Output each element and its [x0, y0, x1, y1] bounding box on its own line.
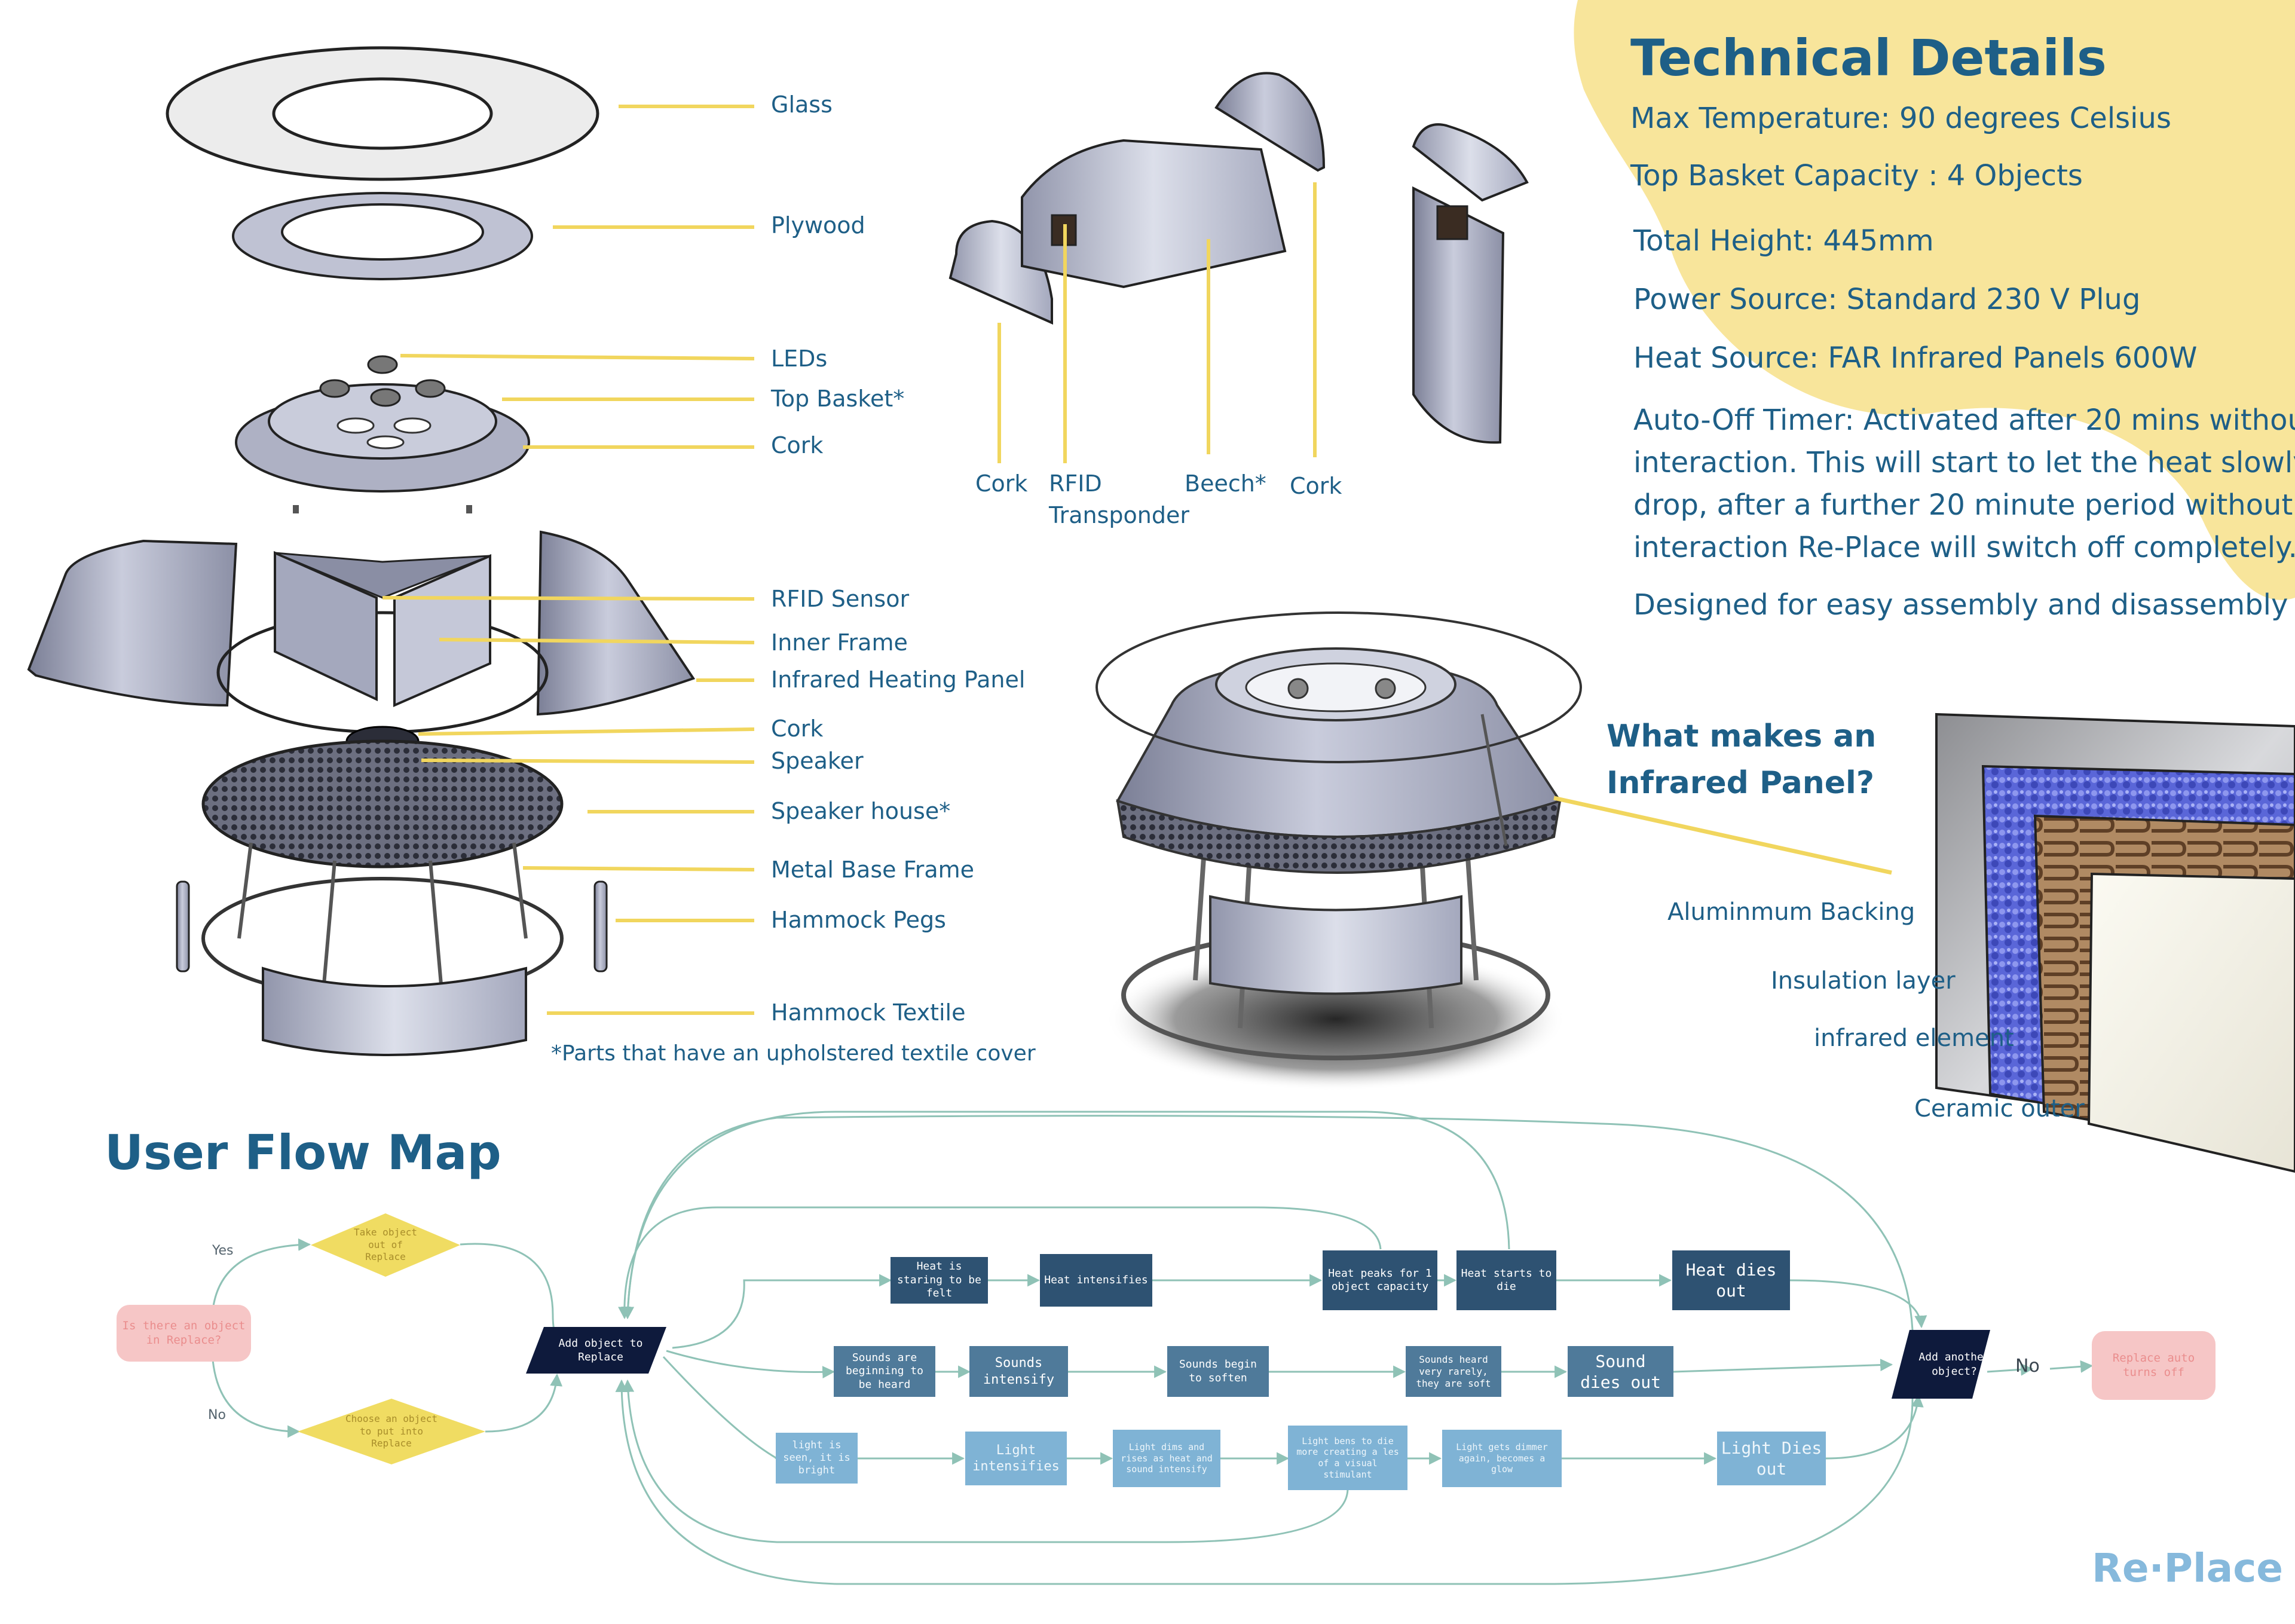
- flow-light-node-4: Light bens to die more creating a les of…: [1288, 1426, 1407, 1490]
- flow-no-end-label: No: [2015, 1356, 2040, 1377]
- label-plywood: Plywood: [771, 212, 865, 238]
- upholstery-footnote: *Parts that have an upholstered textile …: [551, 1041, 1036, 1066]
- flow-heat-node-3: Heat peaks for 1 object capacity: [1323, 1250, 1437, 1310]
- brand-logo: Re·Place: [2092, 1545, 2284, 1591]
- assembled-product-drawing: [1096, 611, 1582, 1091]
- add-object-parallelogram: [526, 1327, 666, 1374]
- flow-light-node-6: Light Dies out: [1717, 1432, 1826, 1485]
- flow-heat-node-5: Heat dies out: [1672, 1250, 1790, 1310]
- label-cork-1: Cork: [771, 432, 824, 458]
- flow-add-object-node: Add object to Replace: [558, 1336, 643, 1363]
- flow-heat-node-4: Heat starts to die: [1456, 1250, 1556, 1310]
- rfid-parts-drawing: [948, 72, 1529, 444]
- flow-sound-node-4: Sounds heard very rarely, they are soft: [1406, 1346, 1501, 1397]
- label-speaker: Speaker: [771, 748, 864, 774]
- tech-heat-source: Heat Source: FAR Infrared Panels 600W: [1633, 341, 2198, 375]
- flow-light-node-5: Light gets dimmer again, becomes a glow: [1442, 1430, 1562, 1487]
- flow-arrows: [211, 1111, 2094, 1585]
- tech-assembly: Designed for easy assembly and disassemb…: [1633, 588, 2288, 622]
- label-infrared-heating-panel: Infrared Heating Panel: [771, 666, 1026, 693]
- layer-infrared-element: infrared element: [1814, 1024, 2014, 1052]
- tech-total-height: Total Height: 445mm: [1633, 224, 1934, 258]
- tech-auto-off-line-3: drop, after a further 20 minute period w…: [1633, 488, 2293, 522]
- flow-no-label: No: [208, 1408, 226, 1423]
- layer-ceramic-outer: Ceramic outer: [1914, 1095, 2085, 1123]
- infrared-question-line-1: What makes an: [1606, 718, 1877, 754]
- flow-light-node-2: Light intensifies: [965, 1432, 1067, 1485]
- tech-auto-off-line-1: Auto-Off Timer: Activated after 20 mins …: [1633, 403, 2295, 437]
- flow-yes-label: Yes: [212, 1243, 234, 1258]
- tech-auto-off-timer: Auto-Off Timer: Activated after 20 mins …: [1633, 399, 2295, 569]
- infrared-leader-line: [1553, 796, 1892, 875]
- tech-auto-off-line-2: interaction. This will start to let the …: [1633, 446, 2295, 479]
- tech-capacity: Top Basket Capacity : 4 Objects: [1630, 159, 2083, 192]
- flow-light-node-3: Light dims and rises as heat and sound i…: [1113, 1430, 1220, 1487]
- flow-heat-node-2: Heat intensifies: [1040, 1254, 1152, 1307]
- rfid-leader-lines: [997, 182, 1317, 463]
- technical-details-title: Technical Details: [1630, 29, 2107, 87]
- flow-sound-node-2: Sounds intensify: [969, 1346, 1068, 1397]
- flow-add-another-node: Add another object?: [1918, 1351, 1990, 1378]
- label-cork-2: Cork: [771, 715, 824, 742]
- flow-sound-node-1: Sounds are beginning to be heard: [834, 1346, 935, 1397]
- label-speaker-house: Speaker house*: [771, 798, 951, 824]
- flow-heat-node-1: Heat is staring to be felt: [891, 1257, 988, 1304]
- tech-auto-off-line-4: interaction Re-Place will switch off com…: [1633, 531, 2295, 564]
- label-hammock-pegs: Hammock Pegs: [771, 907, 946, 933]
- flow-choose-node: Choose an object to put into Replace: [345, 1412, 438, 1449]
- infrared-layers-drawing: [1935, 712, 2295, 1173]
- choose-diamond-shape: [298, 1399, 485, 1464]
- label-leds: LEDs: [771, 345, 828, 372]
- label-rfid-cork-left: Cork: [975, 470, 1028, 497]
- flow-end-node: Replace auto turns off: [2092, 1331, 2216, 1400]
- flow-start-node: Is there an object in Replace?: [117, 1305, 251, 1362]
- yellow-blob: [1574, 0, 2295, 600]
- label-top-basket: Top Basket*: [771, 386, 905, 412]
- infrared-question: What makes an Infrared Panel?: [1606, 713, 1876, 806]
- layer-aluminium-backing: Aluminmum Backing: [1667, 898, 1915, 926]
- label-rfid-cork-right: Cork: [1290, 473, 1342, 499]
- exploded-leader-lines: [382, 105, 755, 1015]
- label-rfid-transponder: Transponder: [1049, 502, 1189, 528]
- label-hammock-textile: Hammock Textile: [771, 999, 966, 1026]
- layer-insulation: Insulation layer: [1771, 967, 1956, 995]
- take-out-diamond-shape: [311, 1213, 460, 1277]
- label-metal-base-frame: Metal Base Frame: [771, 857, 974, 883]
- flow-light-node-1: light is seen, it is bright: [776, 1433, 858, 1484]
- label-inner-frame: Inner Frame: [771, 629, 908, 656]
- flow-sound-node-3: Sounds begin to soften: [1167, 1346, 1269, 1397]
- label-glass: Glass: [771, 91, 833, 118]
- tech-power-source: Power Source: Standard 230 V Plug: [1633, 283, 2141, 316]
- label-beech: Beech*: [1185, 470, 1266, 497]
- flow-title: User Flow Map: [105, 1125, 501, 1180]
- infrared-question-line-2: Infrared Panel?: [1606, 765, 1875, 801]
- flow-sound-node-5: Sound dies out: [1568, 1346, 1673, 1397]
- flow-take-out-node: Take object out of Replace: [354, 1226, 417, 1263]
- tech-max-temperature: Max Temperature: 90 degrees Celsius: [1630, 102, 2171, 135]
- add-another-parallelogram: [1892, 1330, 1990, 1399]
- exploded-view-drawing: [27, 46, 696, 1056]
- label-rfid-sensor: RFID Sensor: [771, 586, 910, 612]
- flow-shapes: [298, 1213, 1990, 1464]
- label-rfid-line1: RFID: [1049, 470, 1102, 497]
